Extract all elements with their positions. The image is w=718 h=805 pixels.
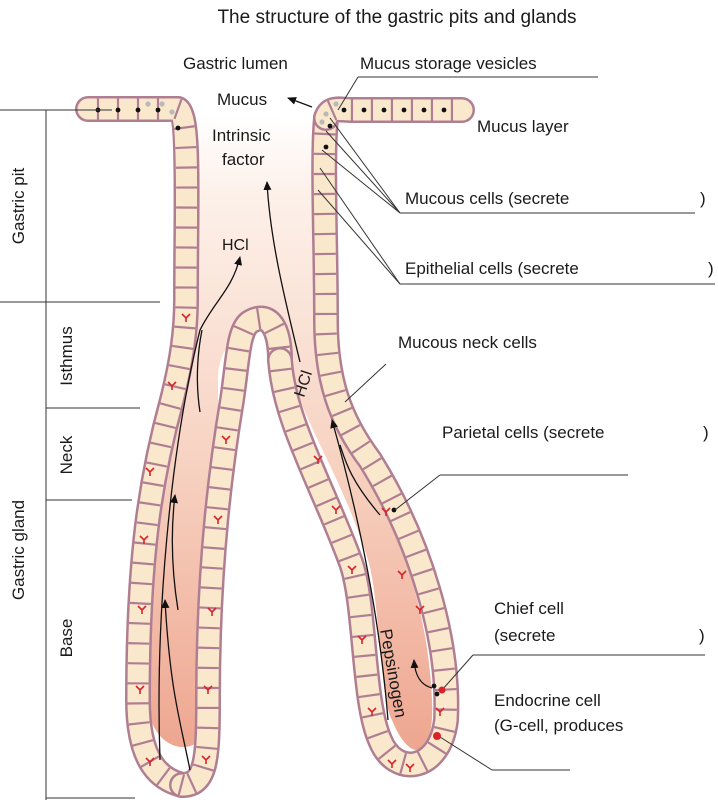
cell-divider	[130, 603, 151, 604]
label-endocrine-cell-1: Endocrine cell	[494, 691, 601, 710]
label-hcl-left: HCl	[222, 237, 249, 254]
cell-divider	[199, 628, 220, 629]
mucous-cell-nucleus	[362, 108, 367, 113]
region-gastric-pit: Gastric pit	[9, 167, 28, 244]
top-right-wall-cytoplasm	[326, 109, 462, 118]
label-mucus-storage-vesicles: Mucus storage vesicles	[360, 54, 537, 73]
label-intrinsic-factor-2: factor	[222, 150, 265, 169]
cell-divider	[197, 728, 218, 729]
mucous-cell-nucleus	[116, 108, 121, 113]
mucous-cell-nucleus	[422, 108, 427, 113]
mucus-vesicle	[145, 101, 150, 106]
cell-divider	[131, 583, 152, 584]
label-chief-cell-1: Chief cell	[494, 599, 564, 618]
mucous-cell-nucleus	[442, 108, 447, 113]
label-parietal-cells-close: )	[703, 423, 709, 442]
cell-divider	[129, 623, 150, 624]
region-gastric-gland: Gastric gland	[9, 500, 28, 600]
label-endocrine-cell-2: (G-cell, produces	[494, 716, 623, 735]
label-mucous-neck-cells: Mucous neck cells	[398, 333, 537, 352]
mucous-cell-nucleus	[328, 124, 333, 129]
cell-divider	[128, 643, 149, 644]
mucous-cell-nucleus	[324, 145, 329, 150]
mucous-cell-nucleus	[402, 108, 407, 113]
cell-divider	[201, 587, 222, 588]
mucus-vesicle	[319, 119, 324, 124]
mucus-vesicle	[169, 109, 174, 114]
cell-divider	[200, 607, 221, 608]
mucus-vesicle	[323, 111, 328, 116]
mucous-cell-nucleus	[176, 126, 181, 131]
diagram-title: The structure of the gastric pits and gl…	[217, 7, 576, 28]
label-epithelial-cells-close: )	[708, 259, 714, 278]
cell-divider	[316, 334, 337, 335]
mucous-cell-nucleus	[342, 108, 347, 113]
endocrine-cell-pointer-dot	[433, 732, 441, 740]
label-epithelial-cells: Epithelial cells (secrete	[405, 259, 579, 278]
chief-cell-granule	[435, 692, 440, 697]
label-chief-cell-close: )	[699, 626, 705, 645]
mucous-cell-nucleus	[382, 108, 387, 113]
label-parietal-cells: Parietal cells (secrete	[442, 423, 605, 442]
label-mucous-cells: Mucous cells (secrete	[405, 189, 569, 208]
chief-cell-granule	[432, 684, 437, 689]
label-chief-cell-2: (secrete	[494, 626, 555, 645]
cell-divider	[314, 134, 335, 135]
mucus-vesicle	[159, 101, 164, 106]
region-isthmus: Isthmus	[57, 326, 76, 386]
mucus-vesicle	[333, 101, 338, 106]
mucous-cell-nucleus	[156, 108, 161, 113]
chief-cell-pointer-dot	[439, 687, 446, 694]
region-neck: Neck	[57, 435, 76, 474]
label-intrinsic-factor-1: Intrinsic	[212, 126, 271, 145]
region-base: Base	[57, 619, 76, 658]
cell-divider	[198, 648, 219, 649]
mucous-cell-nucleus	[136, 108, 141, 113]
cell-divider	[202, 567, 223, 568]
cell-divider	[175, 147, 196, 148]
arrow-mucus	[288, 98, 312, 107]
label-mucus: Mucus	[217, 90, 267, 109]
label-mucus-layer: Mucus layer	[477, 117, 569, 136]
label-gastric-lumen: Gastric lumen	[183, 54, 288, 73]
label-mucous-cells-close: )	[700, 189, 706, 208]
